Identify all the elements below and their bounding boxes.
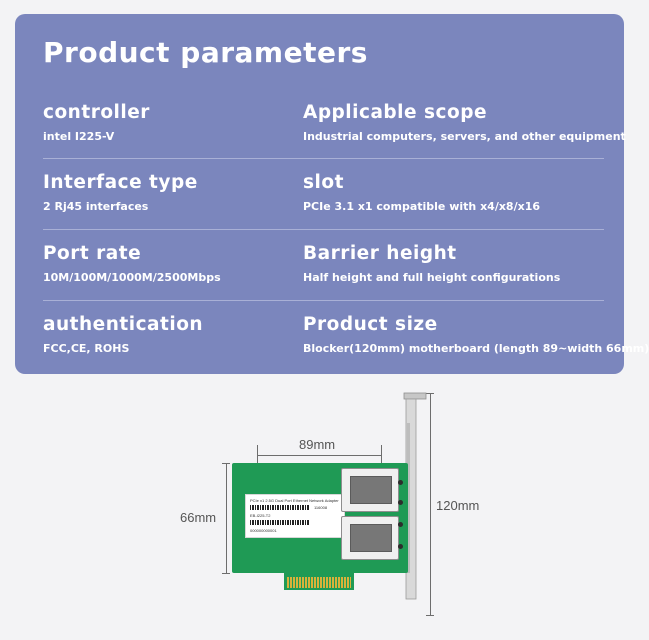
param-label: Applicable scope bbox=[303, 102, 487, 123]
param-value: intel I225-V bbox=[43, 130, 115, 143]
dimension-bracket-label: 120mm bbox=[436, 498, 480, 513]
dimension-bracket-tick-top bbox=[426, 393, 434, 394]
param-value: Industrial computers, servers, and other… bbox=[303, 130, 626, 143]
rj45-opening bbox=[350, 476, 392, 504]
dimension-width-label: 66mm bbox=[180, 510, 217, 525]
param-label: Port rate bbox=[43, 243, 142, 264]
rj45-port-1 bbox=[341, 468, 399, 512]
param-label: Product size bbox=[303, 314, 438, 335]
row-divider bbox=[43, 229, 604, 230]
param-value: 2 Rj45 interfaces bbox=[43, 200, 149, 213]
param-authentication: authentication FCC,CE, ROHS bbox=[43, 314, 203, 355]
row-divider bbox=[43, 300, 604, 301]
param-value: PCIe 3.1 x1 compatible with x4/x8/x16 bbox=[303, 200, 540, 213]
dimension-length-tick-left bbox=[257, 445, 258, 463]
dimension-width-line bbox=[226, 463, 227, 573]
param-value: 10M/100M/1000M/2500Mbps bbox=[43, 271, 221, 284]
dimension-length-line bbox=[257, 455, 381, 456]
param-slot: slot PCIe 3.1 x1 compatible with x4/x8/x… bbox=[303, 172, 540, 213]
card-label-sticker: PCIe x1 2.5G Dual Port Ethernet Network … bbox=[245, 494, 345, 538]
param-port-rate: Port rate 10M/100M/1000M/2500Mbps bbox=[43, 243, 221, 284]
led-indicator bbox=[398, 500, 403, 505]
dimension-length-label: 89mm bbox=[299, 437, 336, 452]
sticker-line-1: PCIe x1 2.5G Dual Port Ethernet Network … bbox=[250, 498, 339, 503]
param-value: Half height and full height configuratio… bbox=[303, 271, 561, 284]
param-product-size: Product size Blocker(120mm) motherboard … bbox=[303, 314, 649, 355]
dimension-bracket-tick-bottom bbox=[426, 615, 434, 616]
rj45-port-2 bbox=[341, 516, 399, 560]
param-label: Barrier height bbox=[303, 243, 457, 264]
dimension-width-tick-top bbox=[222, 463, 230, 464]
rj45-opening bbox=[350, 524, 392, 552]
row-divider bbox=[43, 158, 604, 159]
led-indicator bbox=[398, 480, 403, 485]
param-label: authentication bbox=[43, 314, 204, 335]
param-label: controller bbox=[43, 102, 150, 123]
sticker-line-4: 000000000001 bbox=[250, 528, 277, 533]
param-label: slot bbox=[303, 172, 344, 193]
param-controller: controller intel I225-V bbox=[43, 102, 150, 143]
pcie-edge-connector bbox=[284, 573, 354, 590]
param-interface-type: Interface type 2 Rj45 interfaces bbox=[43, 172, 198, 213]
param-value: Blocker(120mm) motherboard (length 89~wi… bbox=[303, 342, 649, 355]
gold-fingers bbox=[287, 577, 351, 588]
param-value: FCC,CE, ROHS bbox=[43, 342, 130, 355]
dimension-bracket-line bbox=[430, 393, 431, 615]
product-parameters-panel: Product parameters controller intel I225… bbox=[15, 14, 649, 374]
barcode bbox=[250, 520, 310, 525]
dimension-length-tick-right bbox=[381, 445, 382, 463]
param-label: Interface type bbox=[43, 172, 198, 193]
param-barrier-height: Barrier height Half height and full heig… bbox=[303, 243, 560, 284]
panel-title: Product parameters bbox=[43, 36, 368, 69]
barcode bbox=[250, 505, 310, 510]
led-indicator bbox=[398, 544, 403, 549]
led-indicator bbox=[398, 522, 403, 527]
dimension-width-tick-bottom bbox=[222, 573, 230, 574]
param-applicable-scope: Applicable scope Industrial computers, s… bbox=[303, 102, 626, 143]
sticker-line-2: 116008 bbox=[314, 505, 328, 510]
sticker-line-3: EB-I225-T2 bbox=[250, 513, 271, 518]
